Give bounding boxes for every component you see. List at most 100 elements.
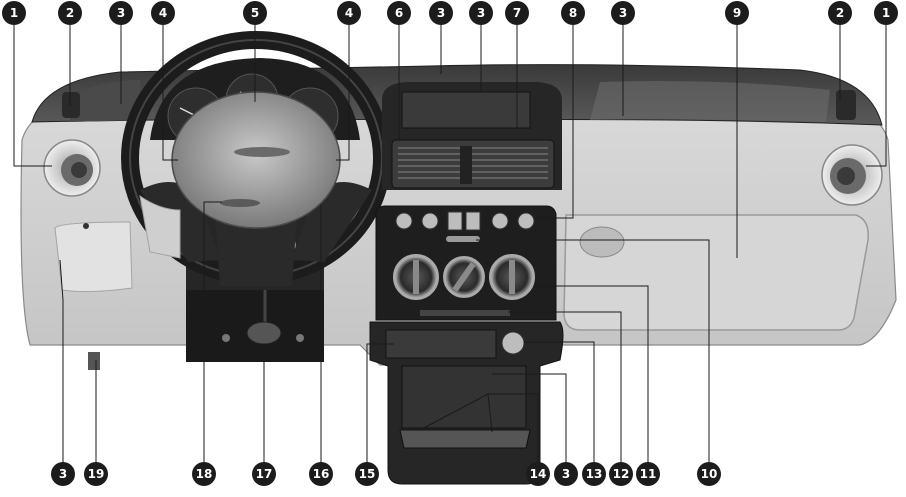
top-callout-row: 1 2 3 4 5 4 6 3 3 7 8 3 9 2 1 <box>2 1 898 25</box>
callout-number: 4 <box>159 6 167 20</box>
callout-number: 11 <box>640 467 657 481</box>
callout-circle <box>582 462 606 486</box>
centre-console <box>375 205 557 321</box>
glove-box <box>563 214 869 331</box>
leader-lines <box>13 24 887 464</box>
callout-number: 9 <box>733 6 741 20</box>
callout-top-3: 3 <box>109 1 133 25</box>
callout-number: 4 <box>345 6 353 20</box>
callout-bottom-17: 17 <box>252 462 276 486</box>
callout-bottom-16: 16 <box>309 462 333 486</box>
callout-circle <box>505 1 529 25</box>
callout-top-7: 7 <box>505 1 529 25</box>
callout-circle <box>151 1 175 25</box>
callout-number: 2 <box>66 6 74 20</box>
callout-bottom-14: 14 <box>526 462 550 486</box>
callout-top-1: 1 <box>874 1 898 25</box>
callout-bottom-3: 3 <box>51 462 75 486</box>
callout-top-4: 4 <box>337 1 361 25</box>
climate-knob-left <box>393 254 439 300</box>
callout-top-3: 3 <box>469 1 493 25</box>
callout-top-3: 3 <box>429 1 453 25</box>
callout-number: 14 <box>530 467 547 481</box>
callout-circle <box>636 462 660 486</box>
callout-number: 17 <box>256 467 273 481</box>
callout-number: 3 <box>562 467 570 481</box>
callout-circle <box>561 1 585 25</box>
callout-bottom-12: 12 <box>609 462 633 486</box>
callout-top-5: 5 <box>243 1 267 25</box>
callout-number: 18 <box>196 467 213 481</box>
callout-circle <box>874 1 898 25</box>
callout-circle <box>611 1 635 25</box>
callout-circle <box>252 462 276 486</box>
callout-circle <box>429 1 453 25</box>
callout-number: 7 <box>513 6 521 20</box>
callout-top-3: 3 <box>611 1 635 25</box>
callout-top-4: 4 <box>151 1 175 25</box>
callout-circle <box>526 462 550 486</box>
callout-number: 3 <box>437 6 445 20</box>
callout-circle <box>725 1 749 25</box>
callout-number: 19 <box>88 467 105 481</box>
speaker-grille-left <box>62 92 80 118</box>
callout-number: 3 <box>59 467 67 481</box>
callout-number: 1 <box>10 6 18 20</box>
console-switch-row <box>395 211 535 242</box>
callout-top-2: 2 <box>828 1 852 25</box>
callout-number: 12 <box>613 467 630 481</box>
callout-top-2: 2 <box>58 1 82 25</box>
callout-circle <box>387 1 411 25</box>
speaker-grille-right <box>836 90 856 120</box>
callout-circle <box>554 462 578 486</box>
callout-bottom-10: 10 <box>697 462 721 486</box>
callout-number: 6 <box>395 6 403 20</box>
callout-number: 16 <box>313 467 330 481</box>
centre-air-vents <box>391 139 555 189</box>
callout-circle <box>337 1 361 25</box>
callout-circle <box>697 462 721 486</box>
callout-number: 10 <box>701 467 718 481</box>
callout-number: 2 <box>836 6 844 20</box>
callout-number: 8 <box>569 6 577 20</box>
callout-circle <box>58 1 82 25</box>
callout-bottom-11: 11 <box>636 462 660 486</box>
callout-circle <box>109 1 133 25</box>
callout-top-6: 6 <box>387 1 411 25</box>
callout-circle <box>51 462 75 486</box>
callout-circle <box>355 462 379 486</box>
callout-circle <box>609 462 633 486</box>
callout-number: 13 <box>586 467 603 481</box>
left-pocket <box>54 221 133 370</box>
airbag-hub <box>171 91 341 229</box>
callout-bottom-15: 15 <box>355 462 379 486</box>
callout-number: 5 <box>251 6 259 20</box>
glove-box-handle <box>579 226 625 258</box>
callout-bottom-13: 13 <box>582 462 606 486</box>
side-vent-right <box>821 144 883 206</box>
callout-circle <box>192 462 216 486</box>
callout-number: 15 <box>359 467 376 481</box>
callout-circle <box>2 1 26 25</box>
bottom-callout-row: 3 19 18 17 16 15 14 3 13 12 11 10 <box>51 462 721 486</box>
callout-top-9: 9 <box>725 1 749 25</box>
callout-circle <box>469 1 493 25</box>
cigar-lighter <box>501 331 525 355</box>
callout-number: 1 <box>882 6 890 20</box>
side-vent-left <box>43 139 101 197</box>
climate-knob-right <box>489 254 535 300</box>
callout-number: 3 <box>619 6 627 20</box>
callout-number: 3 <box>117 6 125 20</box>
climate-knob-centre <box>443 256 485 298</box>
callout-top-1: 1 <box>2 1 26 25</box>
callout-circle <box>309 462 333 486</box>
horn-badge <box>234 147 290 157</box>
callout-circle <box>84 462 108 486</box>
callout-circle <box>828 1 852 25</box>
callout-number: 3 <box>477 6 485 20</box>
callout-circle <box>243 1 267 25</box>
callout-bottom-3: 3 <box>554 462 578 486</box>
callout-bottom-18: 18 <box>192 462 216 486</box>
callout-bottom-19: 19 <box>84 462 108 486</box>
